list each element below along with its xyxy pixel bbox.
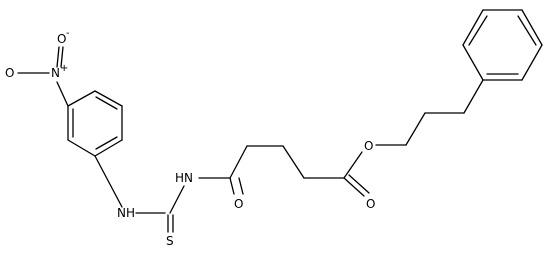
atom-labels: O - N + O NH S HN O O O [5, 28, 375, 248]
propyl-linker [375, 79, 484, 146]
thione-sulfur-label: S [166, 234, 174, 248]
phenyl-ring [462, 9, 543, 81]
aryl-nh-label: NH [117, 206, 135, 220]
nitro-nitrogen-charge: + [60, 63, 68, 74]
nitro-oxygen-top-label: O [57, 32, 66, 46]
thiourea-bonds [94, 155, 231, 233]
acyl-nh-label: HN [175, 171, 193, 185]
nitro-oxygen-charge: - [66, 28, 70, 39]
nitro-oxygen-left-label: O [5, 66, 14, 80]
nitrophenyl-ring [67, 90, 123, 157]
glutaryl-chain [229, 145, 370, 197]
amide-oxygen-label: O [234, 197, 243, 211]
ester-oxygen-label: O [364, 139, 373, 153]
ester-carbonyl-oxygen-label: O [366, 197, 375, 211]
nitro-nitrogen-label: N [51, 66, 60, 80]
nitro-group [17, 46, 69, 107]
